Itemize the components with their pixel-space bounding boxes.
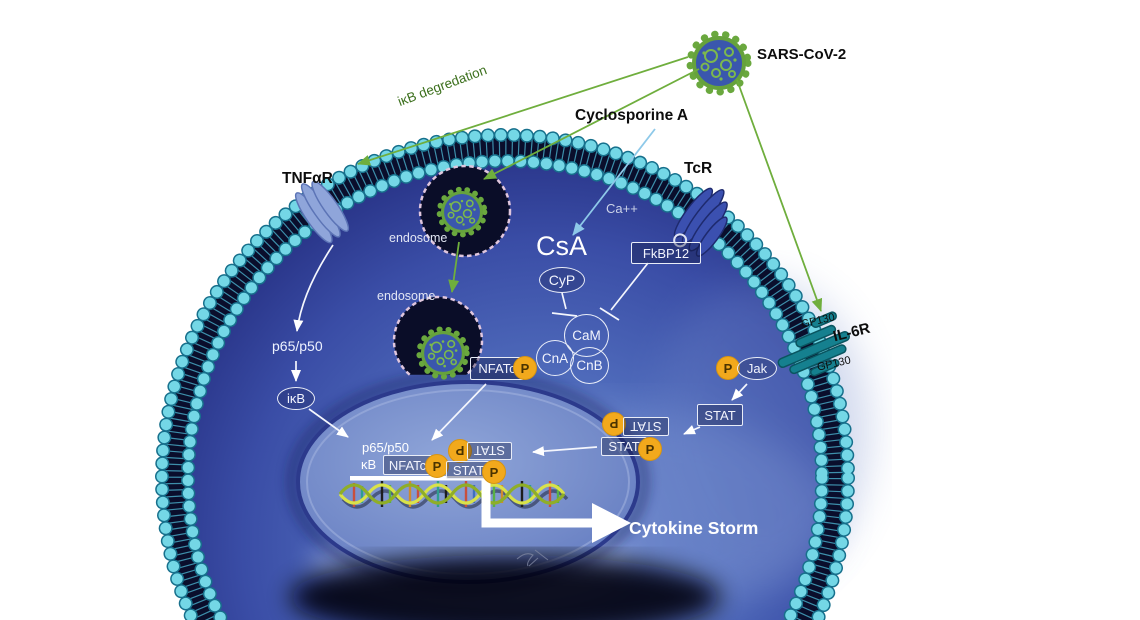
ikb-oval: iκB xyxy=(277,387,315,410)
nfatc-cytoplasm-box: NFATc xyxy=(470,357,524,380)
inhibition-lines xyxy=(551,262,649,321)
cyclosporine-label: Cyclosporine A xyxy=(575,107,689,124)
jak-oval: Jak xyxy=(737,357,777,380)
stat-dimer-phospho-bottom-badge: P xyxy=(638,437,662,461)
dna-helix-icon xyxy=(338,481,569,509)
virus-arrows xyxy=(357,56,823,312)
il6r-receptor xyxy=(777,311,851,377)
sars-cov-2-virus-icon xyxy=(690,34,748,92)
kb-label: κB xyxy=(361,457,377,472)
signal-arrows xyxy=(291,244,748,457)
endosome-1-label: endosome xyxy=(389,231,448,245)
cell-bottom-shadow xyxy=(290,555,720,620)
endosome-2-label: endosome xyxy=(377,289,436,303)
jak-phospho-badge: P xyxy=(716,356,740,380)
nfatc-nucleus-box: NFATc xyxy=(383,455,432,475)
cytokine-storm-arrow xyxy=(481,480,631,543)
promoter-line xyxy=(350,476,491,481)
nucleus-stat-phospho-bottom-badge: P xyxy=(482,460,506,484)
stat-dimer-top-box: STAT xyxy=(623,417,669,436)
tcr-receptor xyxy=(673,187,728,257)
p65-p50-nucleus-label: p65/p50 xyxy=(362,440,409,455)
stat-box: STAT xyxy=(697,404,743,426)
cytokine-storm-label: Cytokine Storm xyxy=(629,518,759,538)
plasma-membrane xyxy=(155,128,855,620)
artist-mark xyxy=(516,549,549,567)
fkbp12-box: FkBP12 xyxy=(631,242,701,264)
calcium-label: Ca++ xyxy=(606,201,638,216)
nucleus-stat-top-box: STAT xyxy=(467,442,512,460)
nfatc-phospho-badge: P xyxy=(513,356,537,380)
cyclosporine-arrow xyxy=(572,128,656,236)
cnb-circle: CnB xyxy=(570,347,609,384)
nfatc-nucleus-phospho-badge: P xyxy=(425,454,449,478)
cyp-oval: CyP xyxy=(539,267,585,293)
csa-label: CsA xyxy=(536,231,588,261)
tcr-label: TcR xyxy=(684,160,713,177)
nucleus-stat-bottom-box: STAT xyxy=(446,461,491,479)
tnfar-receptor xyxy=(294,180,350,244)
cna-circle: CnA xyxy=(536,340,574,376)
p65-p50-cytoplasm-label: p65/p50 xyxy=(272,338,323,354)
tnfar-label: TNFαR xyxy=(282,170,333,187)
sars-cov-2-label: SARS-CoV-2 xyxy=(757,46,847,63)
